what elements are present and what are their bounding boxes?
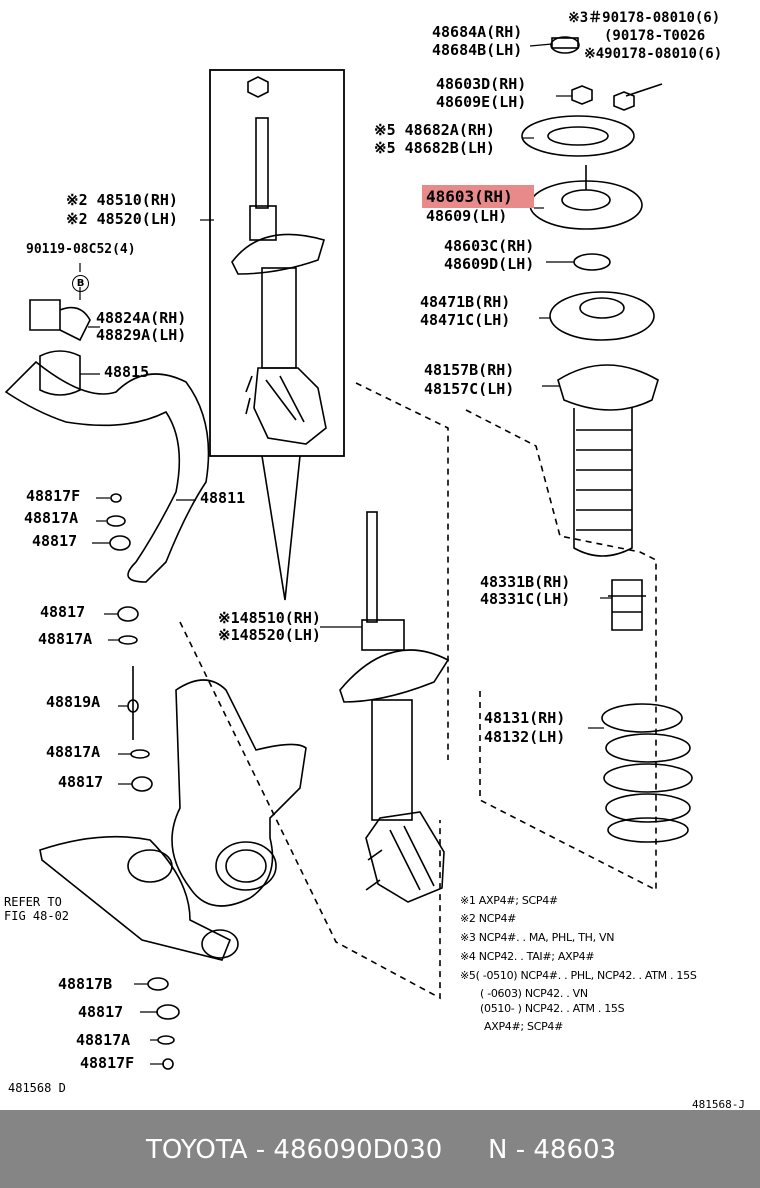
note-line: AXP4#; SCP4# [484,1020,564,1033]
label-48817F-2: 48817F [80,1054,135,1072]
figure-code-left: 481568 D [8,1081,66,1095]
label-48817A-3: 48817A [46,743,101,761]
note-line: ※4 NCP42. . TAI#; AXP4# [460,950,595,963]
label-48817F-1: 48817F [26,487,81,505]
note-line: ( -0603) NCP42. . VN [480,987,588,1000]
label-refer-to: REFER TO [4,895,62,909]
label-48609D: 48609D(LH) [444,255,535,273]
label-48819A: 48819A [46,693,101,711]
note-line: ※1 AXP4#; SCP4# [460,894,558,907]
note-line: ※5( -0510) NCP4#. . PHL, NCP42. . ATM . … [460,969,697,982]
label-90119: 90119-08C52(4) [26,242,136,257]
label-48817A-2: 48817A [38,630,93,648]
label-refer-fig: FIG 48-02 [4,909,70,923]
label-48603-highlighted: 48603(RH) [422,185,534,208]
label-90178-b: (90178-T0026 [604,28,706,44]
detail-callout-lines [261,455,301,601]
footer-part-number: TOYOTA - 486090D030 [146,1135,443,1165]
label-48603D: 48603D(RH) [436,75,527,93]
label-48471B: 48471B(RH) [420,293,511,311]
strut-main-drawing [339,511,450,903]
label-48817B: 48817B [58,975,113,993]
part-number-footer: TOYOTA - 486090D030 N - 48603 [0,1110,760,1188]
strut-detail-drawing [231,76,327,445]
label-48817-3: 48817 [58,773,104,791]
label-90178-a: ※3＃90178-08010(6) [568,10,721,26]
label-48684B: 48684B(LH) [432,41,523,59]
figure-code-right: 481568-J [692,1098,745,1111]
strut-detail-frame [209,69,345,457]
label-48510-mid: ※148510(RH) [218,609,321,627]
label-48520-top: ※2 48520(LH) [66,210,178,228]
label-48824A: 48824A(RH) [96,309,187,327]
label-48817A-4: 48817A [76,1031,131,1049]
label-48815: 48815 [104,363,150,381]
label-48829A: 48829A(LH) [96,326,187,344]
label-48471C: 48471C(LH) [420,311,511,329]
label-48132: 48132(LH) [484,728,566,746]
label-48682A: ※5 48682A(RH) [374,121,495,139]
note-line: ※2 NCP4# [460,912,517,925]
note-line: (0510- ) NCP42. . ATM . 15S [480,1002,625,1015]
stabilizer-drawing [4,299,210,1070]
footer-ref-code: N - 48603 [488,1135,617,1165]
label-48331C: 48331C(LH) [480,590,571,608]
label-48817A-1: 48817A [24,509,79,527]
label-48157B: 48157B(RH) [424,361,515,379]
strut-dashed-box [355,382,449,760]
knuckle-lowerarm-drawing [39,679,307,961]
label-48817-4: 48817 [78,1003,124,1021]
label-90178-c: ※490178-08010(6) [584,46,723,62]
label-48510-top: ※2 48510(RH) [66,191,178,209]
label-48157C: 48157C(LH) [424,380,515,398]
circle-b-marker: B [72,271,89,292]
label-48817-2: 48817 [40,603,86,621]
label-48603C: 48603C(RH) [444,237,535,255]
label-48684A: 48684A(RH) [432,23,523,41]
parts-exploded-diagram [4,36,693,1070]
upper-support-parts [465,36,693,892]
label-48609E: 48609E(LH) [436,93,527,111]
label-48817-1: 48817 [32,532,78,550]
label-48811: 48811 [200,489,246,507]
label-48131: 48131(RH) [484,709,566,727]
label-48609: 48609(LH) [426,207,508,225]
label-48682B: ※5 48682B(LH) [374,139,495,157]
label-48331B: 48331B(RH) [480,573,571,591]
circle-b-label: B [72,275,89,292]
note-line: ※3 NCP4#. . MA, PHL, TH, VN [460,931,615,944]
leader-lines [79,43,612,1065]
label-48520-mid: ※148520(LH) [218,626,321,644]
